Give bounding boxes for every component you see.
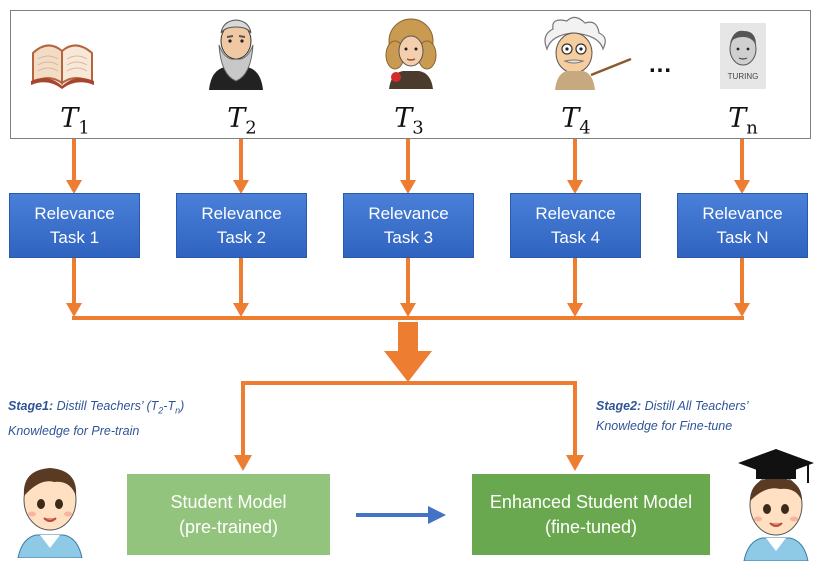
turing-portrait-icon: TURING xyxy=(720,23,766,89)
student-model-box: Student Model(pre-trained) xyxy=(127,474,330,555)
teacher-label-4: T4 xyxy=(561,103,591,139)
central-merge-arrow xyxy=(384,322,432,382)
teacher-label-3: T3 xyxy=(394,103,424,139)
teacher-panel: ... TURING T1 T2 T3 T4 Tn xyxy=(10,10,811,139)
student-avatar-icon xyxy=(17,468,83,558)
portrait-badge: TURING xyxy=(728,72,759,81)
teacher-label-2: T2 xyxy=(227,103,257,139)
apple-icon xyxy=(391,72,401,82)
teacher-label-1: T1 xyxy=(60,103,90,139)
stage1-caption: Stage1: Distill Teachers’ (T2-Tn) Knowle… xyxy=(8,399,185,438)
teacher-label-n: Tn xyxy=(728,103,758,139)
stage2-caption: Stage2: Distill All Teachers’ Knowledge … xyxy=(596,399,749,433)
pointer-icon xyxy=(590,57,632,77)
wild-hair-scientist-portrait-icon xyxy=(544,16,632,90)
graduate-avatar-icon xyxy=(738,449,814,561)
curly-hair-scientist-portrait-icon xyxy=(385,18,437,89)
more-teachers-ellipsis: ... xyxy=(649,51,673,78)
book-icon xyxy=(31,44,94,89)
enhanced-student-model-box: Enhanced Student Model(fine-tuned) xyxy=(472,474,710,555)
bearded-scientist-portrait-icon xyxy=(209,19,263,90)
